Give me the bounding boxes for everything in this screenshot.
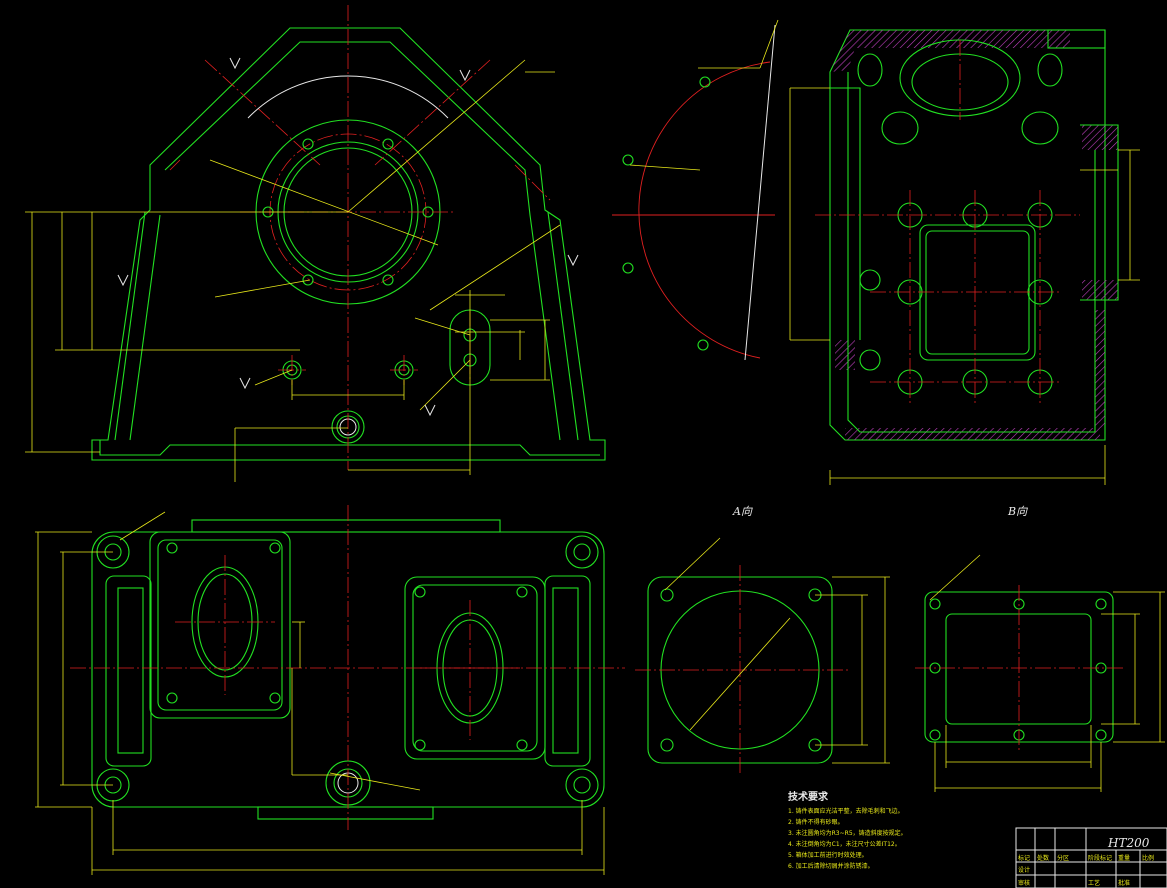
roughness-marks — [117, 57, 579, 417]
tech-req-item-3: 3. 未注圆角均为R3~R5，铸造斜度按规定。 — [788, 830, 907, 837]
side-bolt-holes — [859, 202, 1053, 395]
title-block-check: 审核 — [1018, 880, 1031, 887]
side-outer-outline — [829, 29, 1106, 441]
tech-requirements: 技术要求 1. 铸件表面应光洁平整，去除毛刺和飞边。 2. 铸件不得有砂眼。 3… — [788, 788, 1008, 872]
front-view-housing-inner — [164, 41, 561, 441]
title-block-scale: 比例 — [1142, 855, 1155, 862]
tech-req-item-1: 1. 铸件表面应光洁平整，去除毛刺和飞边。 — [788, 808, 904, 815]
view-a — [635, 537, 890, 775]
front-view-housing-outline — [91, 27, 606, 461]
flange-arc — [638, 61, 771, 359]
front-dimensions — [25, 59, 561, 482]
side-section-view — [789, 29, 1140, 485]
material-label: HT200 — [1108, 836, 1150, 850]
title-block-design: 设计 — [1018, 867, 1031, 874]
tech-requirements-title: 技术要求 — [788, 792, 828, 803]
tech-req-item-4: 4. 未注倒角均为C1，未注尺寸公差IT12。 — [788, 841, 901, 848]
title-block-weight: 重量 — [1118, 855, 1131, 862]
tech-req-item-2: 2. 铸件不得有砂眼。 — [788, 819, 844, 826]
view-a-label: A向 — [733, 505, 752, 518]
title-block-count: 处数 — [1037, 855, 1050, 862]
title-block-approve: 批准 — [1118, 880, 1131, 887]
tech-req-item-6: 6. 加工后清除切屑并涂防锈漆。 — [788, 863, 874, 870]
plan-corner-holes — [96, 535, 599, 806]
title-block-zone: 分区 — [1057, 855, 1070, 862]
title-block-process: 工艺 — [1088, 880, 1101, 887]
small-flange — [449, 309, 491, 386]
tech-req-item-5: 5. 箱体加工前进行时效处理。 — [788, 852, 868, 859]
view-b — [915, 554, 1165, 792]
angle-dimension-arc — [247, 75, 449, 119]
flange-arc-view — [612, 19, 779, 361]
plan-view — [35, 505, 625, 875]
front-view — [25, 5, 606, 482]
view-b-label: B向 — [1008, 505, 1028, 518]
title-block-stage: 阶段标记 — [1088, 855, 1113, 862]
title-block-mark: 标记 — [1018, 855, 1031, 862]
title-block-frame — [1015, 827, 1167, 888]
plan-flange-bolts — [166, 542, 528, 751]
